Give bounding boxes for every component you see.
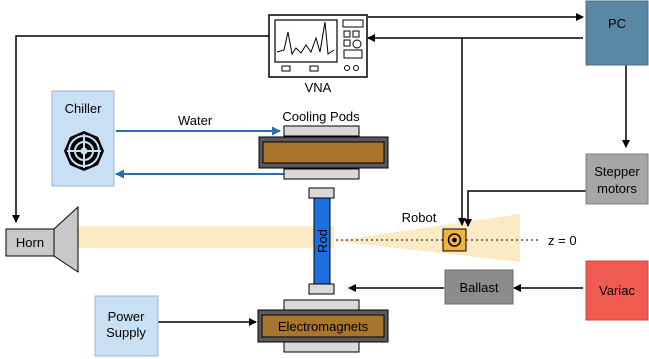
vna-port	[281, 65, 291, 72]
robot-sensor-dot	[452, 237, 457, 243]
robot-label: Robot	[402, 210, 437, 225]
horn-flare	[53, 205, 79, 273]
vna-keypad-bottom	[343, 49, 363, 59]
cooling-pods	[258, 125, 389, 180]
power-supply-label-line1: Power	[108, 309, 146, 324]
power-supply-box	[94, 295, 159, 357]
cooling-pods-label: Cooling Pods	[282, 109, 360, 124]
plasma-rod	[308, 187, 335, 295]
rod-label: Rod	[315, 229, 330, 253]
vna-label: VNA	[305, 80, 332, 95]
vna-knob	[352, 39, 362, 49]
pc-to-robot-wire	[458, 37, 583, 226]
ballast-label: Ballast	[459, 280, 498, 295]
z-zero-label: z = 0	[548, 233, 577, 248]
electromagnet-core	[261, 314, 385, 338]
chiller-fan-icon	[64, 131, 104, 171]
ballast-box	[444, 269, 514, 305]
water-label: Water	[178, 113, 213, 128]
vna-to-horn-wire	[12, 35, 269, 223]
stepper-to-robot-wire	[464, 190, 586, 227]
vna-connector	[344, 65, 350, 71]
vna-key	[352, 30, 360, 38]
vna-keypad-top	[342, 19, 364, 28]
pc-box	[585, 0, 649, 66]
vna-port	[309, 65, 319, 72]
cooling-pod-top-cap	[283, 125, 360, 137]
rod-top-cap	[308, 187, 335, 199]
rod-bottom-cap	[308, 283, 335, 295]
chiller-label: Chiller	[65, 101, 103, 116]
robot-sensor-ring	[447, 233, 462, 247]
electromagnet-bottom-cap	[283, 341, 360, 353]
cooling-pod-core	[262, 141, 385, 164]
robot-probe	[442, 228, 467, 252]
robot-beam-cone	[334, 214, 520, 262]
vna-key	[343, 30, 351, 38]
power-supply-label-line2: Supply	[106, 325, 146, 340]
variac-box	[585, 260, 649, 321]
microwave-beam	[78, 226, 308, 248]
electromagnet-top-cap	[283, 299, 360, 311]
vna-trace	[276, 21, 335, 56]
vna-key	[343, 39, 351, 47]
horn-label: Horn	[16, 235, 44, 250]
signal-wires	[12, 13, 630, 326]
pc-label: PC	[608, 16, 626, 31]
electromagnets	[257, 299, 389, 353]
vna-connector	[353, 65, 359, 71]
variac-label: Variac	[599, 283, 635, 298]
stepper-motors-box	[585, 153, 649, 205]
vna-screen	[274, 19, 338, 63]
stepper-label-line2: motors	[597, 181, 637, 196]
electromagnets-label: Electromagnets	[278, 319, 369, 334]
stepper-label-line1: Stepper	[594, 164, 640, 179]
vna-instrument	[268, 14, 368, 78]
cooling-pod-bottom-cap	[283, 168, 360, 180]
horn-antenna	[5, 205, 79, 273]
